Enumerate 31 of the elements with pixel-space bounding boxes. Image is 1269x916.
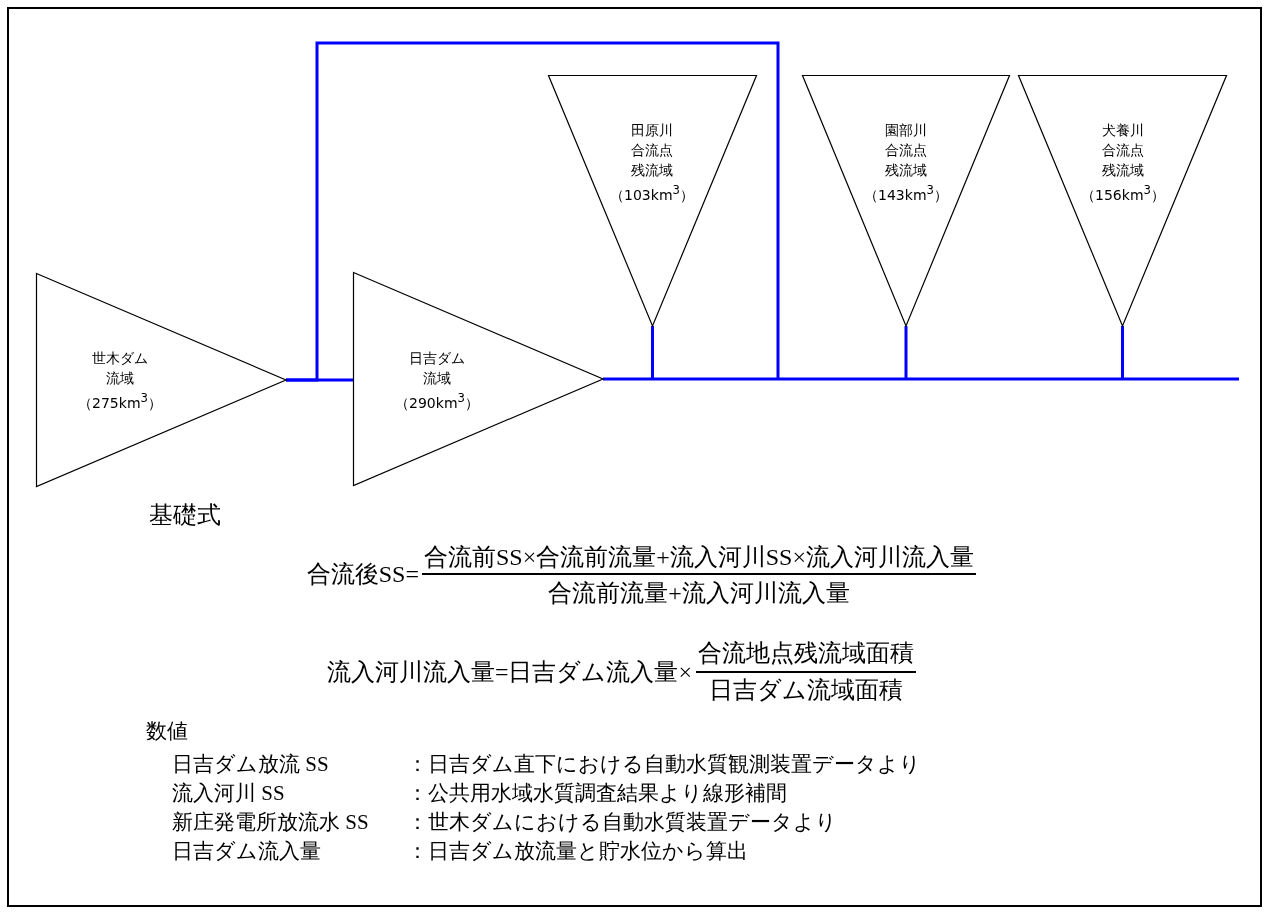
- area-value: （156km$^{3}$）: [1081, 182, 1165, 205]
- river-line: [904, 326, 908, 380]
- river-line: [1121, 326, 1124, 380]
- river-line: [651, 326, 654, 380]
- formula-text: 合流地点残流域面積: [698, 639, 914, 667]
- catchment-name: 園部川合流点残流域: [884, 121, 928, 180]
- formula-text: 合流前SS×合流前流量+流入河川SS×流入河川流入量: [424, 543, 974, 571]
- river-line: [286, 41, 780, 382]
- item-source: ：公共用水域水質調査結果より線形補間: [407, 780, 787, 806]
- section-heading: 基礎式: [149, 501, 221, 529]
- catchment-name: 田原川合流点残流域: [630, 121, 674, 180]
- formula-text: 合流前流量+流入河川流入量: [548, 579, 850, 607]
- formula-text: 日吉ダム流域面積: [709, 676, 903, 704]
- catchment-name: 世木ダム流域: [91, 349, 149, 388]
- item-source: ：日吉ダム放流量と貯水位から算出: [407, 838, 748, 864]
- item-name: 流入河川 SS: [172, 780, 285, 806]
- river-line: [603, 377, 1239, 381]
- item-name: 日吉ダム流入量: [172, 838, 321, 864]
- catchment-name: 日吉ダム流域: [408, 349, 466, 388]
- formula-text: 流入河川流入量=日吉ダム流入量×: [326, 658, 692, 686]
- area-value: （143km$^{3}$）: [864, 182, 948, 205]
- item-name: 日吉ダム放流 SS: [172, 751, 329, 777]
- item-source: ：世木ダムにおける自動水質装置データより: [407, 809, 837, 835]
- item-source: ：日吉ダム直下における自動水質観測装置データより: [407, 751, 921, 777]
- formula-text: 合流後SS=: [306, 560, 419, 588]
- section-heading: 数値: [146, 718, 188, 744]
- area-value: （103km$^{3}$）: [610, 182, 694, 205]
- area-value: （290km$^{3}$）: [395, 390, 479, 413]
- item-name: 新庄発電所放流水 SS: [172, 809, 369, 835]
- catchment-name: 犬養川合流点残流域: [1101, 121, 1145, 180]
- area-value: （275km$^{3}$）: [78, 390, 162, 413]
